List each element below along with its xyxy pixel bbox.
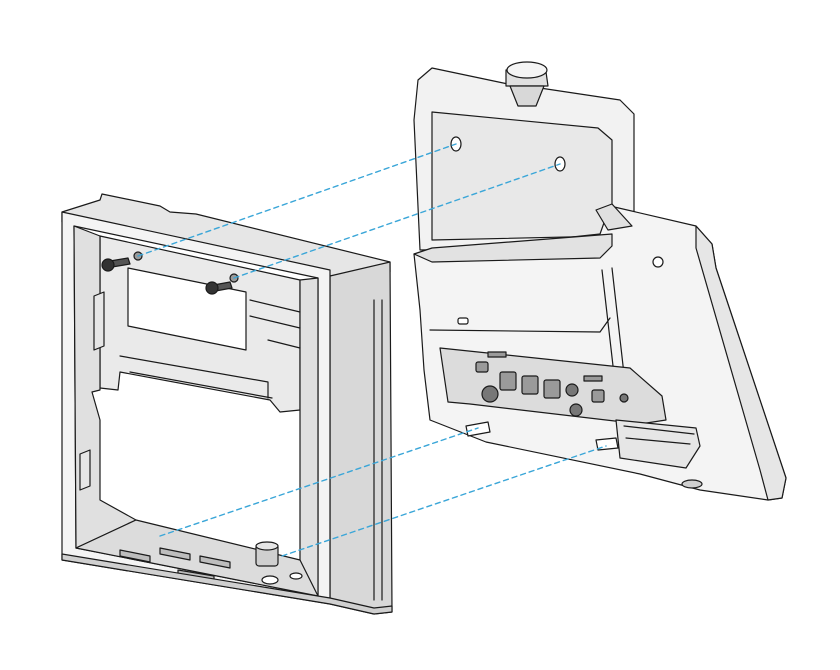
mounting-screw-top-right <box>205 273 239 295</box>
frame-bottom-rim <box>61 553 393 615</box>
guide-top-left <box>137 143 457 257</box>
phone-small-slot <box>457 317 469 325</box>
port-vents-2 <box>583 375 603 382</box>
alignment-guides <box>137 143 607 557</box>
phone-stand-arm <box>595 203 633 231</box>
guide-bottom-right <box>281 445 607 557</box>
frame-left-clip-top <box>93 291 105 351</box>
frame-bottom-boss <box>255 541 303 585</box>
port-round-large <box>481 385 499 403</box>
port-small <box>619 393 629 403</box>
port-power <box>475 361 489 373</box>
port-vents-1 <box>487 351 507 358</box>
guide-bottom-left <box>159 427 479 537</box>
phone-side-hole <box>652 256 664 268</box>
phone-back-recess <box>431 111 613 241</box>
frame-bottom-ledge <box>75 519 319 597</box>
phone-body-top <box>413 233 613 263</box>
frame-bracket-lines <box>119 299 301 399</box>
phone-channel-lines <box>623 425 695 445</box>
mounting-screw-top-left <box>101 251 143 272</box>
phone-hook <box>505 61 549 107</box>
guide-top-right <box>233 163 561 279</box>
port-ethernet-3 <box>543 379 561 399</box>
frame-right-ribs <box>373 299 383 601</box>
phone-ports <box>475 351 629 417</box>
port-audio-1 <box>565 383 579 397</box>
phone-foot <box>681 479 703 489</box>
frame-left-clip-bottom <box>79 449 91 491</box>
port-ethernet-2 <box>521 375 539 395</box>
phone-lower-slot-left <box>465 421 491 437</box>
port-ethernet-1 <box>499 371 517 391</box>
port-audio-2 <box>569 403 583 417</box>
port-usb <box>591 389 605 403</box>
frame-right-side <box>329 261 393 615</box>
phone-body-right-bezel <box>695 225 787 501</box>
ip-phone-rear <box>413 61 787 501</box>
wall-mount-frame <box>61 193 393 615</box>
